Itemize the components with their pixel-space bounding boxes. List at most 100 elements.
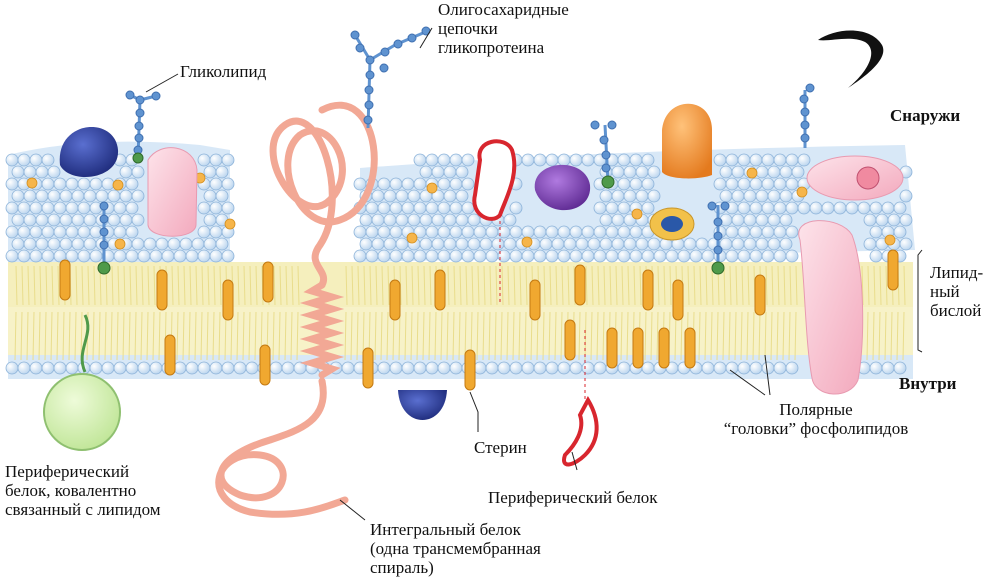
phospholipid-head [59,189,73,203]
phospholipid-head [455,237,469,251]
phospholipid-head [113,225,127,239]
phospholipid-head [377,201,391,215]
sterol-molecule [464,349,476,391]
fatty-acid-tail [896,311,899,361]
phospholipid-head [209,361,223,375]
phospholipid-head [701,249,715,263]
fatty-acid-tail [87,265,90,306]
phospholipid-head [749,177,763,191]
phospholipid-head [635,165,649,179]
phospholipid-head [41,153,55,167]
phospholipid-head [767,237,781,251]
fatty-acid-tail [500,311,503,361]
phospholipid-head [575,237,589,251]
lipid-dot [406,232,418,244]
fatty-acid-tail [146,311,149,361]
phospholipid-head [215,189,229,203]
phospholipid-head [737,361,751,375]
fatty-acid-tail [513,265,516,306]
phospholipid-head [215,165,229,179]
fatty-acid-tail [237,265,240,306]
integral-protein-inner-loops [215,377,349,518]
fatty-acid-tail [560,311,563,361]
phospholipid-head [77,225,91,239]
phospholipid-head [383,237,397,251]
fatty-acid-tail [273,265,276,306]
phospholipid-head [419,165,433,179]
phospholipid-head [395,189,409,203]
phospholipid-head [431,165,445,179]
fatty-acid-tail [92,311,95,361]
phospholipid-head [521,361,535,375]
phospholipid-head [53,177,67,191]
sterol-molecule [529,279,541,321]
phospholipid-head [413,361,427,375]
phospholipid-head [647,165,661,179]
phospholipid-head [497,361,511,375]
phospholipid-head [611,189,625,203]
phospholipid-head [371,189,385,203]
fatty-acid-tail [375,265,378,306]
fatty-acid-tail [345,265,348,306]
fatty-acid-tail [219,265,222,306]
fatty-acid-tail [783,265,786,306]
phospholipid-head [203,213,217,227]
fatty-acid-tail [182,311,185,361]
fatty-acid-tail [549,265,552,306]
fatty-acid-tail [80,311,83,361]
fatty-acid-tail [555,265,558,306]
fatty-acid-tail [794,311,797,361]
phospholipid-head [197,153,211,167]
fatty-acid-tail [458,311,461,361]
phospholipid-head [641,177,655,191]
phospholipid-head [359,213,373,227]
sterol-molecule [754,274,766,316]
fatty-acid-tail [495,265,498,306]
phospholipid-head [209,249,223,263]
phospholipid-head [377,361,391,375]
fatty-acid-tail [506,311,509,361]
fatty-acid-tail [74,311,77,361]
fatty-acid-tail [609,265,612,306]
phospholipid-head [203,237,217,251]
phospholipid-head [65,177,79,191]
phospholipid-head [425,201,439,215]
phospholipid-head [101,361,115,375]
phospholipid-head [857,201,871,215]
navy-protein-top [59,127,119,177]
fatty-acid-tail [183,265,186,306]
fatty-acid-tail [764,311,767,361]
pink-ring-protein [806,155,904,201]
phospholipid-head [899,189,913,203]
phospholipid-head [209,201,223,215]
label-sterol: Стерин [474,438,527,457]
phospholipid-head [449,361,463,375]
phospholipid-head [221,249,235,263]
fatty-acid-tail [201,265,204,306]
phospholipid-head [755,213,769,227]
fatty-acid-tail [771,265,774,306]
fatty-acid-tail [279,265,282,306]
phospholipid-head [215,237,229,251]
fatty-acid-tail [104,311,107,361]
phospholipid-head [59,213,73,227]
sterol-molecule [642,269,654,311]
phospholipid-head [77,249,91,263]
phospholipid-head [83,213,97,227]
phospholipid-head [41,201,55,215]
fatty-acid-tail [710,311,713,361]
sterol-molecule [564,319,576,361]
phospholipid-head [461,201,475,215]
fatty-acid-tail [423,265,426,306]
phospholipid-head [401,361,415,375]
fatty-acid-tail [590,311,593,361]
fatty-acid-tail [357,265,360,306]
phospholipid-head [35,213,49,227]
lipid-dot [114,238,126,250]
phospholipid-head [701,361,715,375]
phospholipid-head [395,213,409,227]
phospholipid-head [209,153,223,167]
fatty-acid-tail [218,311,221,361]
fatty-acid-tail [405,265,408,306]
phospholipid-head [419,237,433,251]
